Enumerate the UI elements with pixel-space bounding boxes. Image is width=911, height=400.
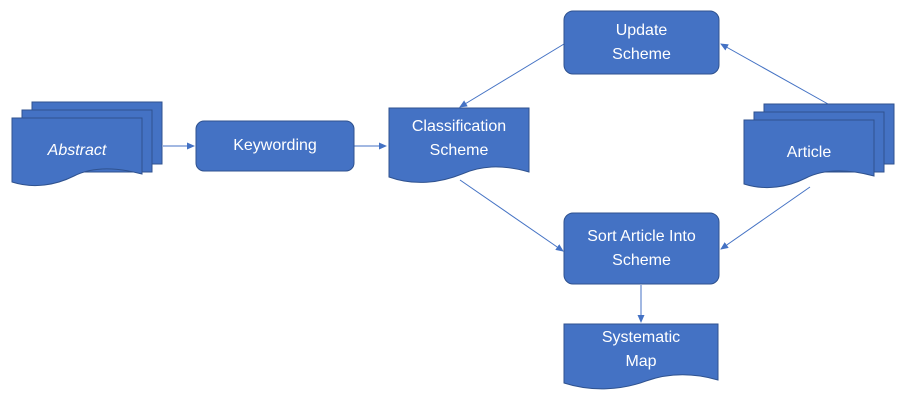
keywording-label: Keywording [233,137,317,154]
keywording-node-shape [195,120,355,172]
abstract-label: Abstract [47,142,107,159]
article-label: Article [786,144,832,161]
article-node-shape [743,103,895,189]
edge-article-to-sort-article [720,186,811,250]
classification-scheme-node-shape [388,107,530,183]
systematic-map-node-shape [563,323,719,390]
systematic-map-label: Systematic Map [601,329,681,370]
edge-article-to-update-scheme [720,43,829,105]
abstract-node-shape [11,101,163,187]
sort-article-node-shape [563,212,720,285]
edge-update-scheme-to-classification [459,43,565,108]
sort-article-label: Sort Article Into Scheme [587,228,696,269]
update-scheme-node-shape [563,10,720,75]
edge-classification-to-sort-article [459,179,564,252]
update-scheme-label: Update Scheme [612,22,671,63]
classification-scheme-label: Classification Scheme [411,118,507,159]
